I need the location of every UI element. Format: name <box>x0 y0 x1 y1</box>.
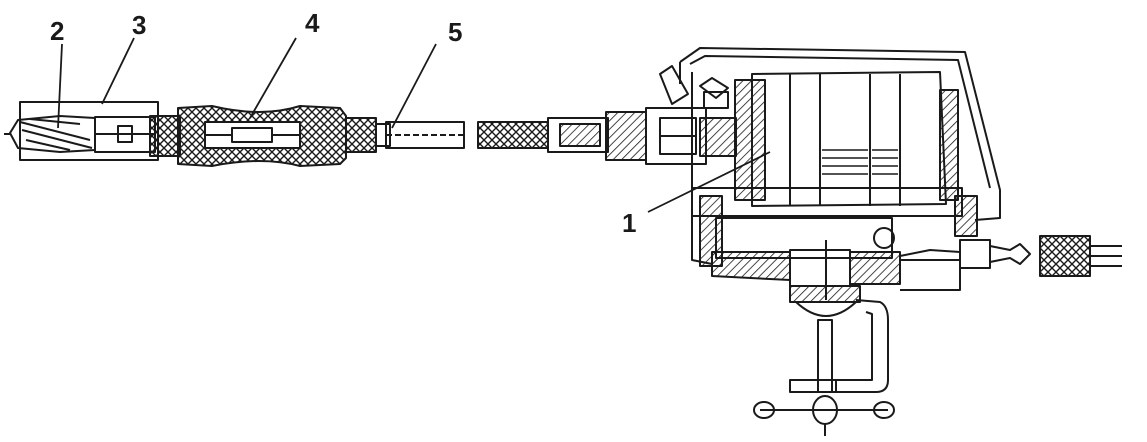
callout-5-label: 5 <box>448 17 463 47</box>
callout-3-label: 3 <box>132 10 147 40</box>
motor-housing <box>659 47 1001 265</box>
callout-1-label: 1 <box>622 208 637 238</box>
power-cord-plug <box>899 235 1122 277</box>
callout-4-label: 4 <box>305 8 320 38</box>
flexible-shaft <box>385 117 609 153</box>
mounting-clamp <box>753 285 895 436</box>
callout-2-label: 2 <box>50 16 65 46</box>
motor-stator <box>734 71 959 207</box>
cutter-bit <box>4 115 96 153</box>
shaft-coupling <box>605 107 737 165</box>
handpiece <box>149 105 391 167</box>
motor-base <box>691 187 978 300</box>
chuck-sleeve <box>19 101 159 161</box>
leader-lines <box>57 37 771 213</box>
